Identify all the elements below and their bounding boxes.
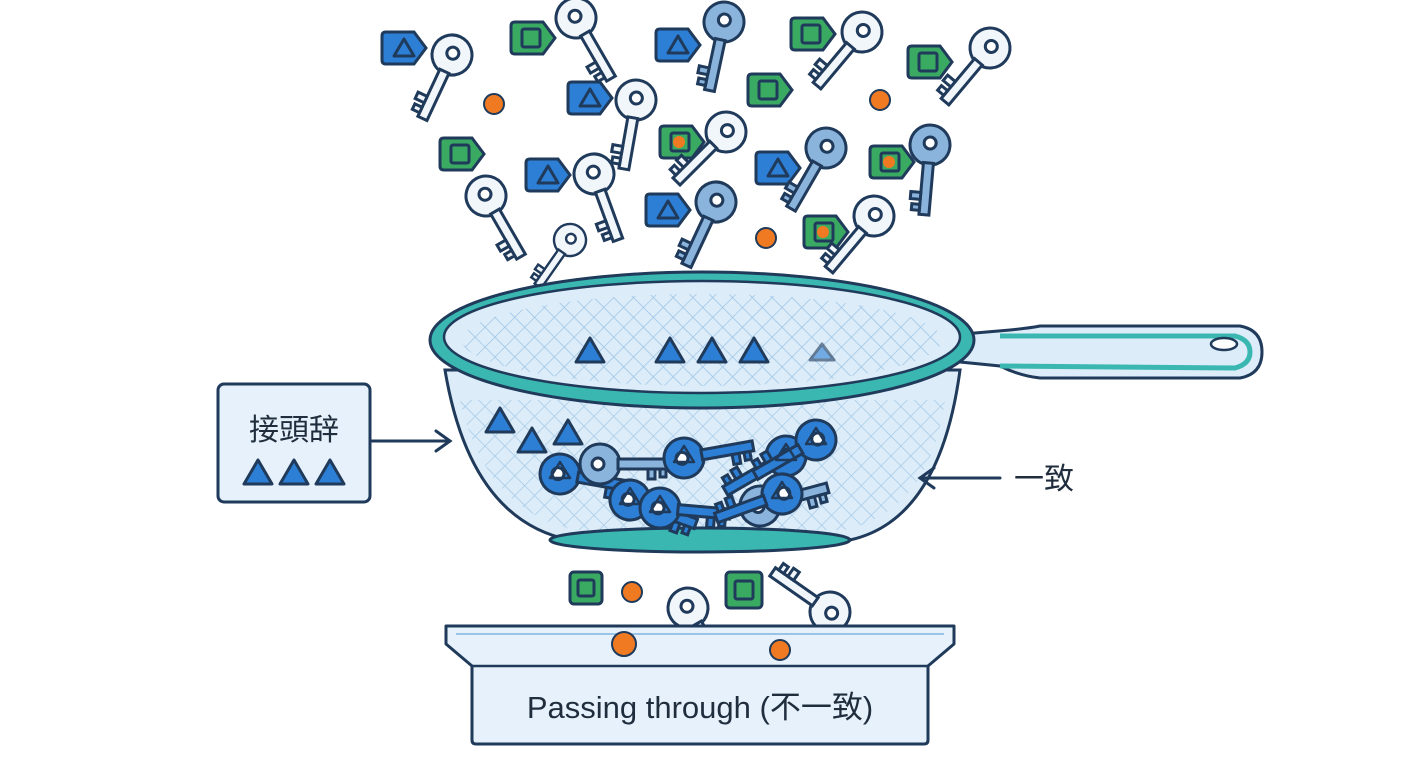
orange-dot bbox=[883, 156, 895, 168]
blue-triangle-tag-key bbox=[654, 27, 702, 63]
orange-dot bbox=[621, 581, 643, 603]
orange-dot bbox=[817, 226, 829, 238]
mesh-triangles-inner bbox=[484, 406, 584, 454]
arrow-right-icon bbox=[370, 429, 453, 453]
orange-dot bbox=[483, 93, 505, 115]
orange-dot bbox=[673, 136, 685, 148]
arrow-left-icon bbox=[917, 466, 1002, 490]
green-square-tag-key bbox=[906, 44, 954, 80]
orange-dot bbox=[869, 89, 891, 111]
green-square-tag-key bbox=[509, 20, 557, 56]
mesh-triangles-top bbox=[574, 336, 836, 364]
prefix-box-triangles bbox=[242, 458, 346, 486]
green-square-tag-key bbox=[789, 16, 837, 52]
blue-triangle-tag-key bbox=[524, 157, 572, 193]
orange-dot bbox=[611, 631, 637, 657]
blue-triangle-tag-key bbox=[644, 192, 692, 228]
match-label: 一致 bbox=[1014, 462, 1074, 497]
green-square-tag bbox=[724, 570, 764, 610]
key-icon bbox=[547, 0, 630, 91]
sieve bbox=[428, 270, 1264, 554]
blue-triangle-tag-key bbox=[566, 80, 614, 116]
falling-through-group bbox=[568, 553, 860, 681]
tray-label: Passing through (不一致) bbox=[527, 690, 873, 725]
green-square-tag-key bbox=[438, 136, 486, 172]
blue-triangle-tag-key bbox=[754, 150, 802, 186]
orange-dot bbox=[755, 227, 777, 249]
blue-triangle-tag-key bbox=[380, 30, 428, 66]
pile-triangle-marks bbox=[548, 426, 828, 514]
orange-dot bbox=[769, 639, 791, 661]
prefix-box-title: 接頭辞 bbox=[249, 413, 339, 448]
green-square-tag bbox=[568, 570, 604, 606]
sieve-handle bbox=[938, 324, 1264, 380]
falling-keys-group bbox=[380, 0, 1020, 297]
key-icon bbox=[602, 75, 661, 174]
prefix-label-box: 接頭辞 △△△ bbox=[216, 382, 372, 504]
pass-through-tray: Passing through (不一致) bbox=[444, 624, 956, 746]
key-icon bbox=[902, 121, 954, 218]
green-square-tag-key bbox=[746, 72, 794, 108]
